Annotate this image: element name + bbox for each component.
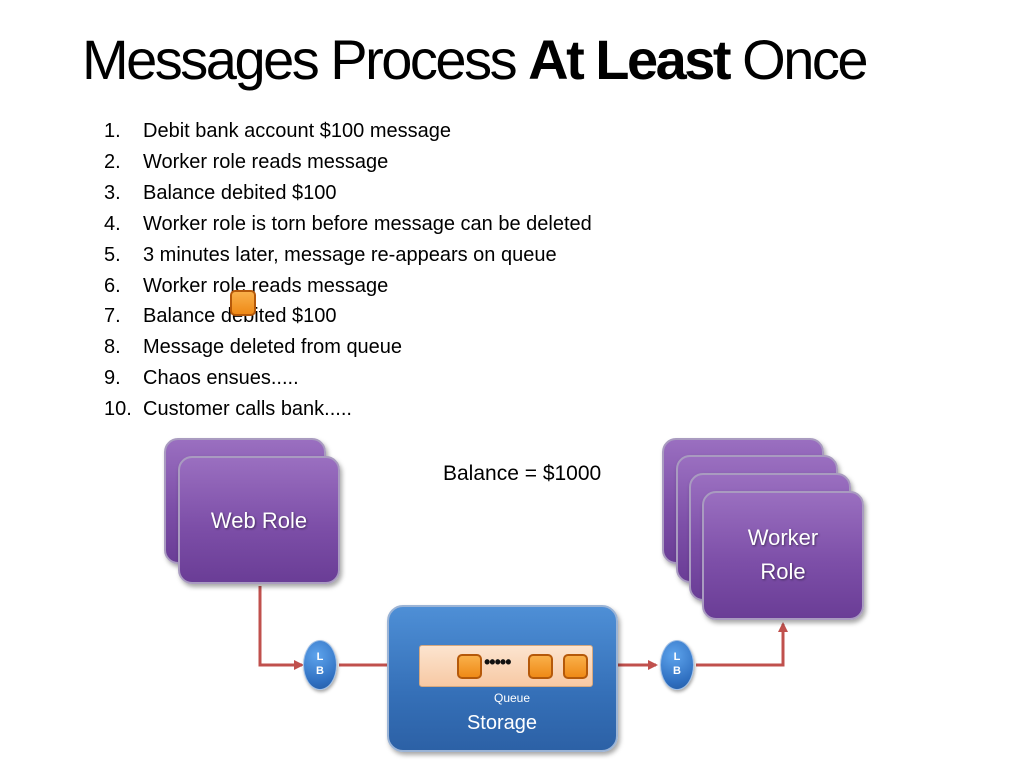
queue-message <box>528 654 553 679</box>
worker-role-line-1: Worker <box>747 525 819 550</box>
web-role-box <box>178 456 340 584</box>
step-item: 6.Worker role reads message <box>104 274 389 297</box>
lb-to-worker-arrow <box>696 622 788 667</box>
queue-label: Queue <box>493 691 531 705</box>
worker-role-box <box>702 491 864 620</box>
step-item: 2.Worker role reads message <box>104 150 389 173</box>
title-emphasis: At Least <box>528 28 731 91</box>
step-item: 9.Chaos ensues..... <box>104 367 299 390</box>
worker-role-line-2: Role <box>760 559 806 584</box>
step-item: 8.Message deleted from queue <box>104 336 403 359</box>
step-item: 4.Worker role is torn before message can… <box>104 212 592 235</box>
step-item: 5.3 minutes later, message re-appears on… <box>104 243 557 266</box>
queue-dots: ••••• <box>484 652 511 672</box>
worker-role-label: Worker Role <box>702 521 864 589</box>
title-part-2: Once <box>729 28 868 91</box>
floating-message-icon <box>230 290 256 316</box>
web-to-lb-arrow <box>258 586 304 670</box>
title-part-1: Messages Process <box>82 28 529 91</box>
step-item: 10.Customer calls bank..... <box>104 398 352 421</box>
balance-text: Balance = $1000 <box>443 462 602 485</box>
slide-title: Messages Process At Least Once <box>82 26 868 93</box>
step-item: 7.Balance debited $100 <box>104 305 337 328</box>
web-role-label: Web Role <box>210 508 308 533</box>
storage-label: Storage <box>466 712 538 734</box>
queue-message <box>457 654 482 679</box>
steps-list: 1.Debit bank account $100 message 2.Work… <box>104 116 592 425</box>
step-item: 1.Debit bank account $100 message <box>104 120 451 142</box>
queue-message <box>563 654 588 679</box>
step-item: 3.Balance debited $100 <box>104 181 337 204</box>
